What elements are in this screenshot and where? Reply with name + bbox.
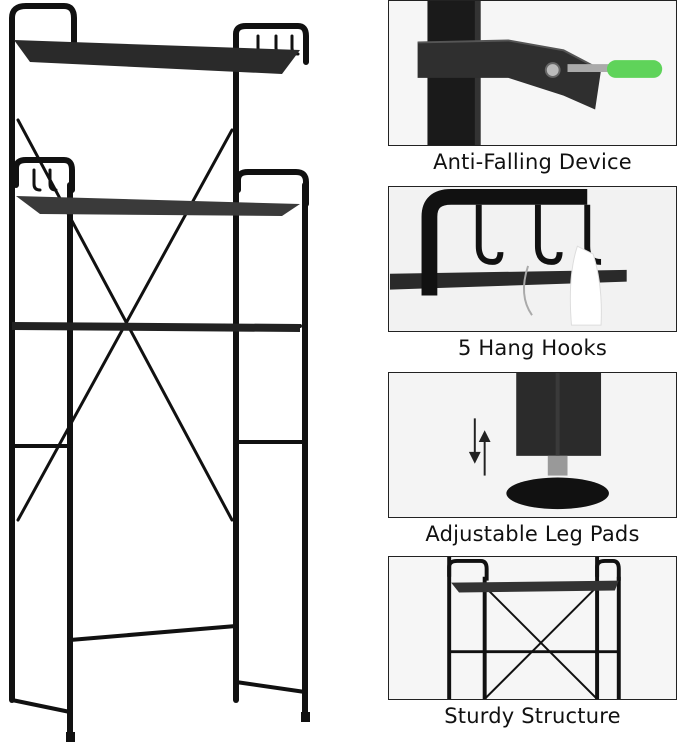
leg-pad-icon [389,373,676,517]
shelf-product-image [9,2,310,742]
leg-pads-caption: Adjustable Leg Pads [425,522,640,546]
hook-icon [389,187,676,331]
anti-falling-panel [388,0,677,146]
hang-hooks-panel [388,186,677,332]
hang-hooks-caption: 5 Hang Hooks [457,336,607,360]
leg-pads-panel [388,372,677,518]
sturdy-structure-panel [388,556,677,700]
sturdy-structure-caption: Sturdy Structure [444,704,621,728]
strap-icon [389,1,676,145]
frame-icon [390,557,675,699]
anti-falling-caption: Anti-Falling Device [433,150,632,174]
